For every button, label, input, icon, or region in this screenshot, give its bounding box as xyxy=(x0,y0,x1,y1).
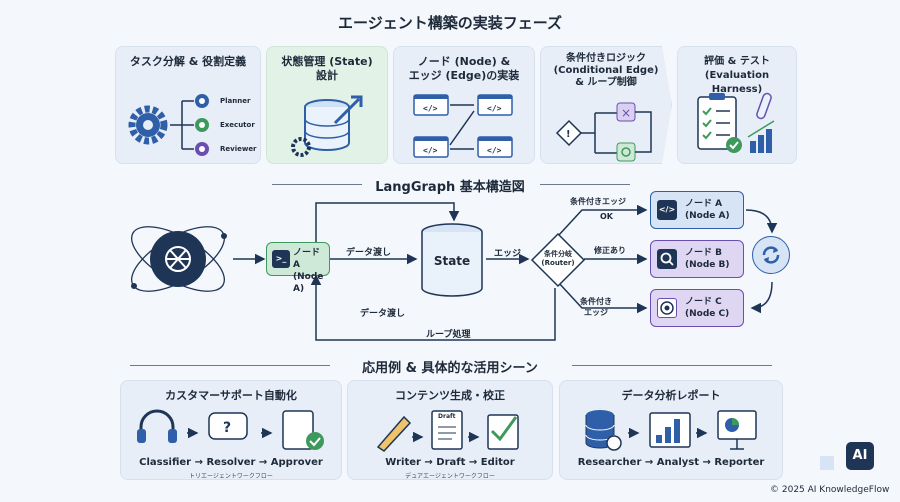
gear-hierarchy-icon xyxy=(128,94,209,156)
card-flow: Classifier → Resolver → Approver xyxy=(139,457,323,468)
applications-title: 応用例 & 具体的な活用シーン xyxy=(362,361,538,376)
phase-title: タスク分解 & 役割定義 xyxy=(129,55,247,68)
planner-label: Planner xyxy=(220,97,251,105)
output-node-c-label: ノード C (Node C) xyxy=(685,297,730,319)
phase-task-decomposition: タスク分解 & 役割定義 Planner Executor Reviewer xyxy=(115,46,261,164)
svg-text:</>: </> xyxy=(423,104,438,113)
main-title: エージェント構築の実装フェーズ xyxy=(338,14,562,32)
ok-label: OK xyxy=(600,212,613,221)
card-title: コンテンツ生成・校正 xyxy=(395,389,505,402)
router-label: 条件分岐 (Router) xyxy=(541,250,575,267)
reviewer-label: Reviewer xyxy=(220,145,257,153)
card-content-generation: コンテンツ生成・校正 Draft Writer → Draft → Editor… xyxy=(347,380,553,480)
output-node-a[interactable]: </> ノード A (Node A) xyxy=(650,191,744,229)
card-subtitle: デュアエージェントワークフロー xyxy=(405,473,495,480)
phase-title: ノード (Node) & エッジ (Edge)の実装 xyxy=(408,55,520,82)
output-node-b[interactable]: ノード B (Node B) xyxy=(650,240,744,278)
database-icon xyxy=(291,95,363,157)
divider xyxy=(540,184,630,185)
output-node-a-label: ノード A (Node A) xyxy=(685,199,730,221)
card-flow: Writer → Draft → Editor xyxy=(385,457,515,468)
card-flow: Researcher → Analyst → Reporter xyxy=(577,457,765,468)
code-icon: </> xyxy=(657,200,677,220)
node-a[interactable]: >_ ノード A (Node A) xyxy=(266,242,330,294)
card-title: カスタマーサポート自動化 xyxy=(165,389,297,402)
conditional-edge-label-2: 条件付き エッジ xyxy=(580,297,612,317)
state-label: State xyxy=(433,254,471,268)
card-subtitle: トリエージェントワークフロー xyxy=(189,473,273,480)
svg-text:?: ? xyxy=(223,420,231,436)
support-icons: ? xyxy=(137,409,324,450)
loop-label: ループ処理 xyxy=(426,330,471,340)
svg-text:×: × xyxy=(621,106,631,120)
branch-loop-icon: ! × xyxy=(555,99,659,161)
refresh-icon xyxy=(752,236,790,274)
search-icon xyxy=(657,249,677,269)
card-title: データ分析レポート xyxy=(621,389,721,402)
divider xyxy=(272,184,362,185)
state-cylinder-icon xyxy=(421,223,483,297)
svg-text:!: ! xyxy=(566,129,571,140)
svg-text:</>: </> xyxy=(423,146,438,155)
output-node-b-label: ノード B (Node B) xyxy=(685,248,730,270)
checklist-chart-icon xyxy=(697,92,775,153)
decor-square xyxy=(820,456,834,470)
phase-title: 評価 & テスト (Evaluation Harness) xyxy=(704,56,770,95)
writing-icons xyxy=(376,410,519,452)
target-icon xyxy=(657,298,677,318)
conditional-edge-label: 条件付きエッジ xyxy=(570,197,626,206)
output-node-c[interactable]: ノード C (Node C) xyxy=(650,289,744,327)
divider xyxy=(572,365,772,366)
ai-badge: AI xyxy=(846,442,874,470)
terminal-icon: >_ xyxy=(272,250,290,268)
svg-text:</>: </> xyxy=(487,146,502,155)
card-data-analysis: データ分析レポート Researcher → Analyst → Reporte… xyxy=(559,380,783,480)
data-pass-label-2: データ渡し xyxy=(360,309,406,319)
footer-copyright: © 2025 AI KnowledgeFlow xyxy=(770,485,890,495)
draft-doc-label: Draft xyxy=(438,413,456,420)
node-a-label: ノード A (Node A) xyxy=(293,248,324,294)
phase-title: 状態管理 (State) 設計 xyxy=(281,55,373,82)
phase-conditional-logic: 条件付きロジック (Conditional Edge) & ループ制御 ! × xyxy=(540,46,672,164)
phase-evaluation: 評価 & テスト (Evaluation Harness) xyxy=(677,46,797,164)
card-customer-support: カスタマーサポート自動化 ? Classifier → Resolver → A… xyxy=(120,380,342,480)
analysis-icons xyxy=(585,410,757,451)
phase-node-edge: ノード (Node) & エッジ (Edge)の実装 </> </> </> </> xyxy=(393,46,535,164)
state-store: State xyxy=(418,222,486,298)
code-windows-icon: </> </> </> </> xyxy=(413,94,513,158)
phase-title: 条件付きロジック (Conditional Edge) & ループ制御 xyxy=(553,53,659,88)
edge-label: エッジ xyxy=(494,249,522,259)
divider xyxy=(130,365,330,366)
fix-label: 修正あり xyxy=(594,246,626,255)
svg-text:</>: </> xyxy=(487,104,502,113)
langgraph-title: LangGraph 基本構造図 xyxy=(375,180,525,195)
phase-state-design: 状態管理 (State) 設計 xyxy=(266,46,388,164)
executor-label: Executor xyxy=(220,121,255,129)
data-pass-label: データ渡し xyxy=(346,248,392,258)
openai-logo-icon xyxy=(130,226,227,292)
router-diamond[interactable]: 条件分岐 (Router) xyxy=(530,232,586,288)
